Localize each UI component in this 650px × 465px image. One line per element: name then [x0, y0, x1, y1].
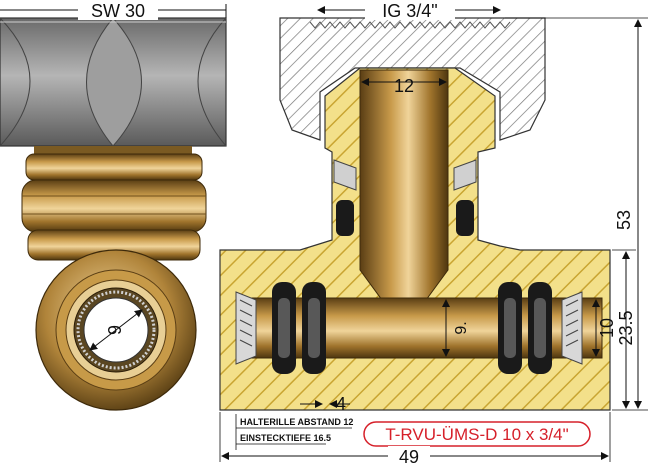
depth-labels: HALTERILLE ABSTAND 12 EINSTECKTIEFE 16.5 — [235, 414, 353, 450]
union-nut-section — [279, 17, 546, 141]
right-seals — [498, 282, 583, 374]
sw-dimension: SW 30 — [0, 0, 227, 21]
ig-label: IG 3/4" — [382, 1, 437, 21]
section-view — [219, 17, 611, 411]
wall-gap-dimension: 4 — [300, 394, 350, 414]
inner-dia-center-label: 9. — [453, 321, 470, 334]
halterille-label: HALTERILLE ABSTAND 12 — [240, 417, 353, 427]
upper-seals — [333, 159, 477, 236]
total-length-dimension: 49 — [219, 412, 611, 465]
hex-nut — [0, 17, 227, 147]
brass-body — [21, 146, 207, 261]
bore-top-dimension: 12 — [361, 76, 447, 96]
height-center-dimension: 23.5 — [612, 249, 636, 409]
ig-dimension: IG 3/4" — [317, 0, 501, 21]
sw-label: SW 30 — [91, 1, 145, 21]
bore-outlet-label: 10 — [597, 318, 617, 338]
height-center-label: 23.5 — [616, 310, 636, 345]
height-total-dimension: 53 — [505, 17, 648, 411]
product-name: T-RVU-ÜMS-D 10 x 3/4" — [385, 425, 568, 444]
product-name-box: T-RVU-ÜMS-D 10 x 3/4" — [363, 421, 591, 447]
bore-top-label: 12 — [394, 76, 414, 96]
inner-dia-left-label: 9 — [105, 325, 125, 335]
left-seals — [235, 282, 326, 374]
outlet-end-view: 9 — [35, 249, 197, 411]
height-total-label: 53 — [614, 210, 634, 230]
side-view: 9 — [0, 17, 227, 411]
einstecktiefe-label: EINSTECKTIEFE 16.5 — [240, 433, 331, 443]
inner-dia-center-dimension: 9. — [442, 299, 470, 357]
total-length-label: 49 — [399, 447, 419, 465]
wall-gap-label: 4 — [336, 394, 346, 414]
bore-outlet-dimension: 10 — [592, 299, 617, 357]
